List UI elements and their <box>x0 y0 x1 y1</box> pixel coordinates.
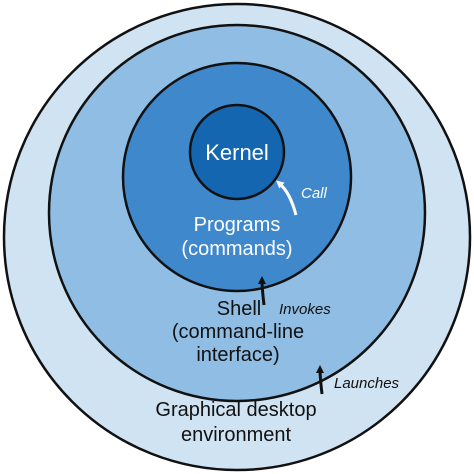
launches-label: Launches <box>334 375 400 392</box>
desktop-sublabel: environment <box>181 424 292 446</box>
invokes-label: Invokes <box>279 301 331 318</box>
shell-sublabel-1: (command-line <box>172 321 304 343</box>
launches-arrow <box>316 365 325 395</box>
programs-label: Programs <box>194 214 281 236</box>
invokes-arrow <box>258 276 267 306</box>
kernel-label: Kernel <box>205 140 269 165</box>
desktop-label: Graphical desktop <box>155 399 316 421</box>
call-label: Call <box>301 185 328 202</box>
kernel-layer-circle <box>188 103 286 201</box>
programs-sublabel: (commands) <box>181 238 292 260</box>
call-arrow <box>275 180 298 216</box>
shell-sublabel-2: interface) <box>196 344 279 366</box>
shell-label: Shell <box>217 298 261 320</box>
